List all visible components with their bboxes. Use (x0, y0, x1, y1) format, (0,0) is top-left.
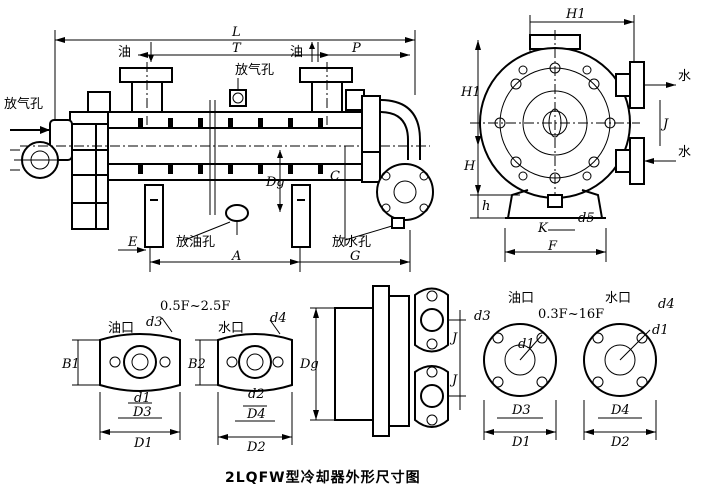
label-D3-flange: D3 (132, 405, 152, 420)
label-Dg-section: Dg (299, 357, 319, 372)
label-d2-flange: d2 (248, 387, 265, 402)
label-P: P (351, 41, 361, 56)
right-flange-circle (376, 163, 434, 221)
label-water-top: 水 (678, 69, 691, 84)
oil-port-flange (72, 317, 181, 440)
left-flange-top (87, 91, 111, 113)
label-d1-round-right: d1 (652, 323, 669, 338)
label-A: A (231, 249, 241, 264)
label-water-drain: 放水孔 (332, 235, 371, 250)
label-B2: B2 (187, 357, 206, 372)
label-J-section-bottom: J (449, 373, 458, 388)
label-G: G (350, 249, 360, 264)
baffles (138, 118, 323, 174)
label-H1-side: H1 (460, 85, 481, 100)
label-D1-round: D1 (511, 435, 531, 450)
label-vent-left: 放气孔 (4, 96, 43, 112)
label-E: E (127, 235, 138, 250)
label-oil-port: 油口 (108, 321, 134, 336)
label-vent-top: 放气孔 (235, 62, 274, 78)
label-range-small: 0.5F~2.5F (160, 299, 230, 314)
label-K: K (537, 221, 549, 236)
support-right (291, 184, 311, 248)
labels: L T P 油 油 放气孔 放气孔 Dg C E 放油孔 放水孔 A G H1 … (4, 7, 691, 486)
section-flange-top (414, 287, 449, 353)
label-C: C (330, 169, 340, 184)
label-oil-port-round: 油口 (508, 291, 534, 306)
label-water-port-round: 水口 (605, 291, 631, 306)
label-D1-flange: D1 (133, 436, 153, 451)
water-nozzle-bottom (629, 137, 645, 185)
label-oil-left: 油 (118, 45, 131, 60)
water-nozzle-top (629, 61, 645, 109)
section-view (310, 285, 466, 437)
label-d1-flange: d1 (134, 391, 151, 406)
end-foot-right (581, 189, 603, 219)
label-T: T (232, 41, 242, 56)
label-D3-round: D3 (511, 403, 531, 418)
water-drain-plug (391, 217, 405, 229)
side-view (10, 30, 434, 272)
right-elbow (379, 99, 421, 160)
label-Dg-main: Dg (265, 175, 285, 190)
end-view (470, 15, 676, 262)
right-end-plate (361, 95, 381, 153)
label-range-large: 0.3F~16F (538, 307, 604, 322)
label-J-end: J (660, 117, 669, 132)
oil-nozzle-right (299, 62, 353, 125)
section-shell (334, 307, 374, 421)
label-d4-flange: d4 (270, 311, 287, 326)
label-d4-round: d4 (658, 297, 675, 312)
support-left (144, 184, 164, 248)
water-port-flange (195, 319, 293, 445)
label-D4-flange: D4 (246, 407, 266, 422)
label-oil-right: 油 (290, 45, 303, 60)
label-d3-flange: d3 (146, 315, 163, 330)
vent-top (229, 78, 247, 107)
label-h: h (482, 199, 490, 214)
label-d5: d5 (578, 211, 595, 226)
label-water-bottom: 水 (678, 145, 691, 160)
label-B1: B1 (61, 357, 80, 372)
end-bolt-holes (494, 62, 616, 184)
oil-nozzle-left (119, 62, 173, 125)
label-L: L (231, 25, 241, 40)
label-D2-round: D2 (610, 435, 630, 450)
oil-port-round (483, 323, 557, 440)
water-port-round (583, 323, 657, 440)
left-end-plate (71, 123, 97, 230)
label-D2-flange: D2 (246, 440, 266, 455)
label-water-port: 水口 (218, 321, 244, 336)
label-J-section-top: J (449, 331, 458, 346)
label-oil-drain: 放油孔 (176, 235, 215, 250)
label-H: H (463, 159, 476, 174)
oil-drain-plug (225, 204, 249, 222)
section-flange-bottom (414, 365, 449, 428)
label-F: F (547, 239, 558, 254)
label-D4-round: D4 (610, 403, 630, 418)
label-d1-round: d1 (518, 337, 535, 352)
figure-caption: 2LQFW型冷却器外形尺寸图 (225, 469, 421, 486)
label-d3-round: d3 (474, 309, 491, 324)
label-H1-top: H1 (565, 7, 586, 22)
end-foot-left (507, 189, 529, 219)
